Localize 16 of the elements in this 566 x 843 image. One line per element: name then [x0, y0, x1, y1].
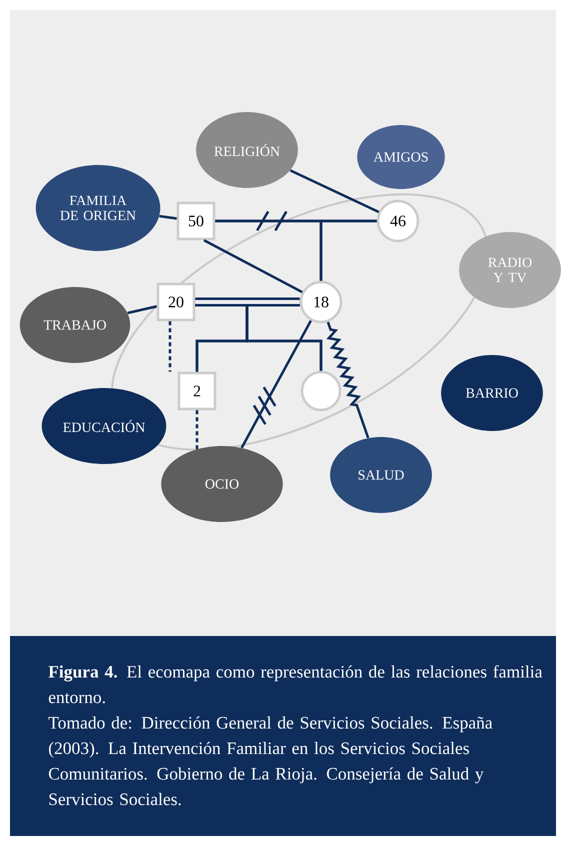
- person-square: 50: [176, 202, 216, 240]
- connector-line: [159, 214, 177, 220]
- person-circle: [300, 370, 342, 412]
- connector-line: [203, 239, 303, 294]
- connector-line: [246, 304, 322, 371]
- connector-line: [320, 220, 377, 281]
- person-square: 20: [156, 282, 196, 322]
- connector-line: [290, 169, 380, 214]
- connector-line: [168, 321, 172, 372]
- connector-line: [196, 410, 198, 450]
- connector-line: [127, 305, 158, 314]
- connector-line: [195, 298, 300, 306]
- source-note: Tomado de: Dirección General de Servicios Sociales. España (2003). La Intervención Familiar en los Servicios Sociales Comunitarios. Gobierno de La Rioja. Consejería de Salud y Servicios Sociales.: [48, 716, 492, 806]
- connector-line: [326, 322, 370, 438]
- caption-text: Figura 4. El ecomapa como representación de las relaciones familia entorno.: [48, 665, 542, 704]
- person-square: 2: [178, 372, 216, 410]
